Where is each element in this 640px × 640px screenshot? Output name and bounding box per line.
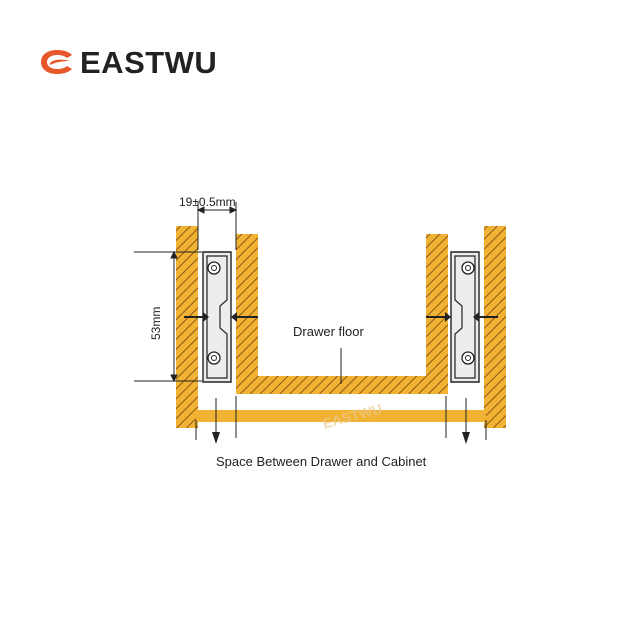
right-slide bbox=[426, 251, 498, 383]
height-dimension bbox=[134, 250, 202, 383]
right-drawer-wall bbox=[426, 234, 448, 394]
left-cabinet-wall bbox=[176, 226, 198, 428]
eastwu-logo-icon bbox=[41, 50, 72, 74]
left-drawer-wall bbox=[236, 234, 258, 394]
drawer-floor bbox=[236, 376, 448, 394]
left-down-arrow bbox=[212, 432, 220, 444]
brand-name: EASTWU bbox=[80, 44, 218, 80]
right-cabinet-wall bbox=[484, 226, 506, 428]
height-dimension-label: 53mm bbox=[149, 307, 163, 340]
watermark: EASTWU bbox=[321, 400, 384, 431]
space-caption: Space Between Drawer and Cabinet bbox=[216, 454, 427, 469]
width-dimension bbox=[196, 202, 238, 250]
brand-logo: EASTWU bbox=[40, 42, 217, 82]
drawer-floor-label: Drawer floor bbox=[293, 324, 364, 339]
right-down-arrow bbox=[462, 432, 470, 444]
width-dimension-label: 19±0.5mm bbox=[179, 195, 236, 209]
left-slide bbox=[184, 251, 258, 383]
space-arrows bbox=[195, 396, 487, 444]
space-band bbox=[196, 410, 486, 422]
